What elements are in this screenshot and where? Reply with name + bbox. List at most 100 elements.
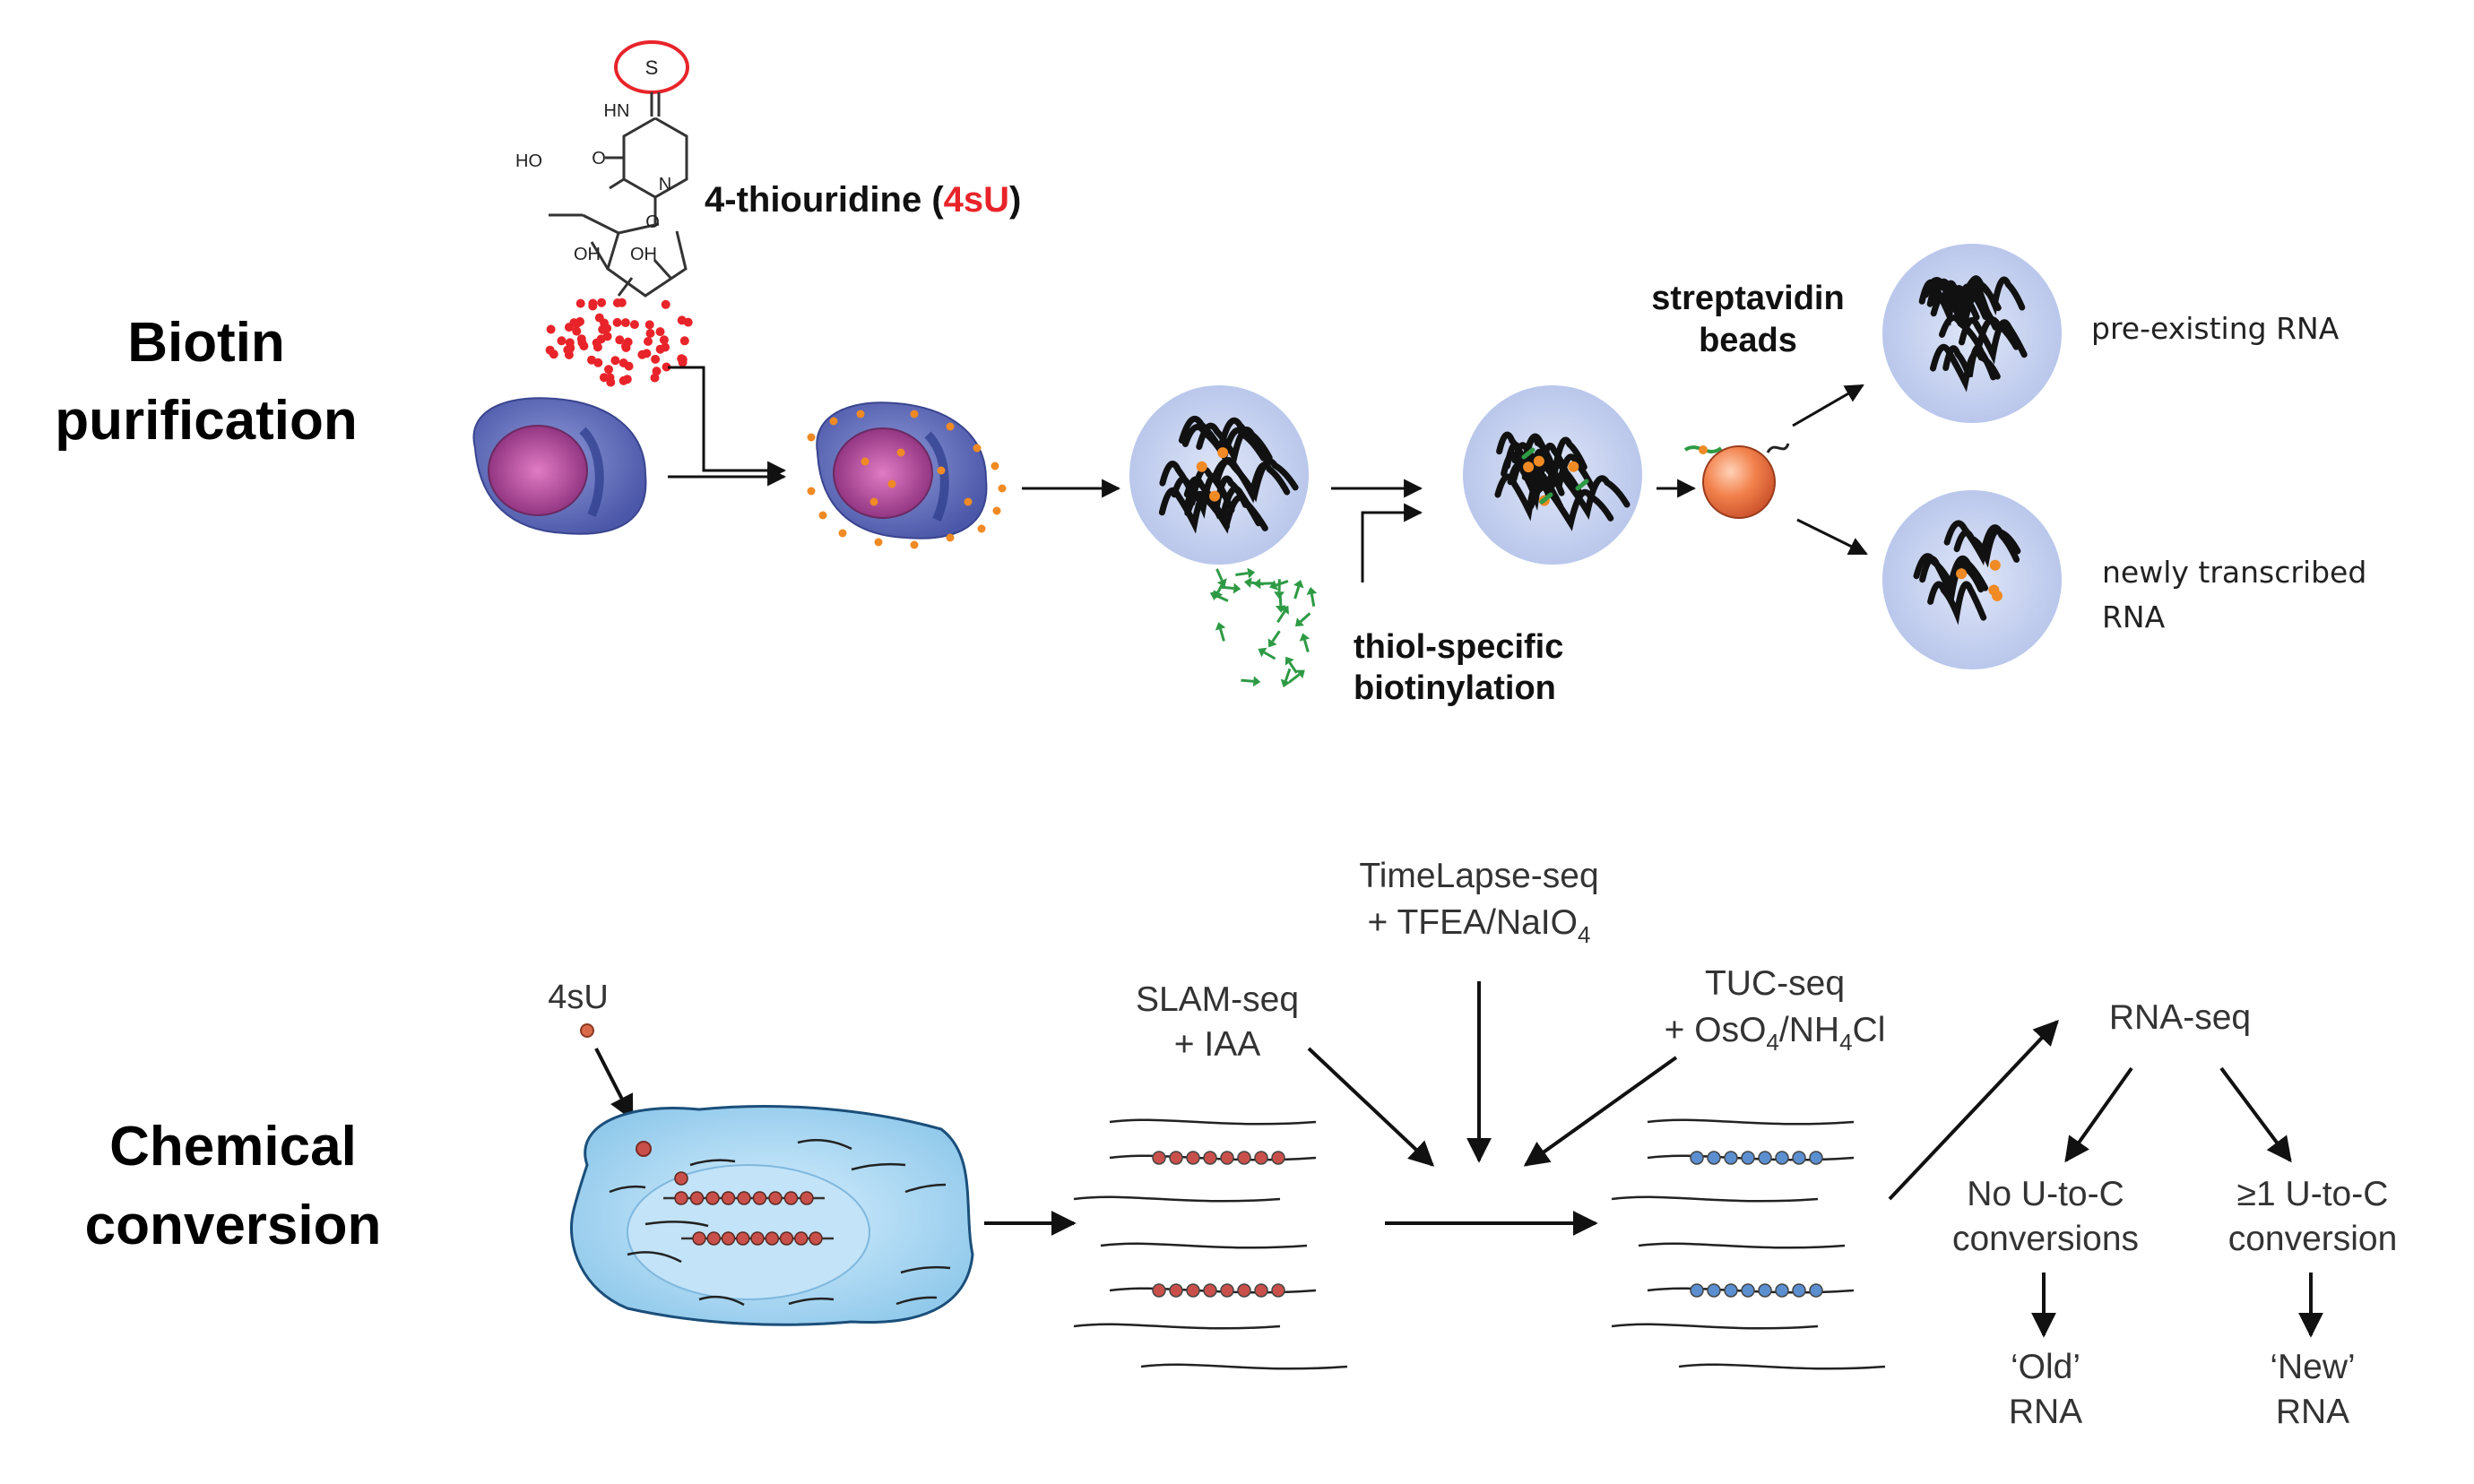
red-4su-dot [594, 313, 604, 323]
biotin-molecule [1306, 587, 1318, 607]
thiol-label-line1: thiol-specific [1354, 628, 1563, 666]
converted-nucleotide [1152, 1283, 1166, 1298]
rna-strand [1942, 344, 1997, 381]
converted-nucleotide [1203, 1151, 1217, 1165]
arrow-to-rnaseq [1888, 1019, 2059, 1201]
orange-4su-dot [964, 497, 973, 506]
red-4su-dot [661, 299, 670, 309]
orange-4su-dot [973, 444, 982, 453]
labeled-nucleotide [721, 1191, 736, 1205]
red-4su-dot [620, 318, 630, 328]
converted-nucleotide [1220, 1283, 1234, 1298]
rna-strand [1171, 473, 1235, 519]
cell-rna-strand [698, 1295, 745, 1307]
orange-4su-dot [818, 511, 827, 520]
labeled-nucleotide [689, 1191, 705, 1205]
rna-strand [1964, 275, 2026, 315]
labeled-nucleotide [794, 1231, 809, 1246]
rna-strand [1927, 581, 1987, 626]
cell-labeled [816, 401, 988, 539]
thiol-label-line2: biotinylation [1354, 669, 1556, 707]
nh-atom-label: HN [604, 101, 630, 121]
red-4su-dot [677, 315, 687, 325]
timelapse-label-line1: TimeLapse-seq [1359, 857, 1598, 895]
cell-rna-strand [627, 1251, 682, 1264]
converted-nucleotide [1254, 1151, 1268, 1165]
labeled-nucleotide [736, 1231, 750, 1246]
red-4su-dot [679, 336, 689, 346]
converted-nucleotide [1690, 1283, 1704, 1298]
ring-o-label: O [645, 212, 660, 232]
red-4su-dot [612, 298, 622, 307]
arrow-tuc-seq [1523, 1056, 1678, 1167]
orange-4su-dot [998, 484, 1007, 493]
red-4su-dot [572, 326, 582, 336]
orange-4su-dot [807, 487, 816, 496]
old-rna-label-line1: ‘Old’ [2011, 1348, 2080, 1386]
orange-4su-dot [946, 422, 955, 431]
labeled-nucleotide [674, 1191, 688, 1205]
red-4su-dot [623, 337, 633, 347]
4su-nucleotide [580, 1023, 594, 1038]
timelapse-label-line2: + TFEA/NaIO4 [1368, 903, 1591, 948]
biotin-molecule [1294, 612, 1311, 627]
red-4su-dot [651, 354, 661, 364]
converted-nucleotide [1203, 1283, 1217, 1298]
labeled-nucleotide [674, 1171, 688, 1186]
converted-nucleotide [1271, 1151, 1285, 1165]
newly-label-line2: RNA [2102, 600, 2166, 634]
converted-nucleotide [1775, 1151, 1789, 1165]
labeled-nucleotide [706, 1231, 722, 1246]
red-4su-dot [588, 298, 598, 308]
arrow-to-preexisting [1792, 384, 1864, 427]
red-4su-dot [604, 365, 613, 375]
biotin-tag [1575, 479, 1589, 491]
red-4su-dot [637, 349, 647, 359]
converted-nucleotide [1809, 1151, 1823, 1165]
biotin-molecule [1293, 580, 1304, 600]
red-4su-dot [655, 344, 665, 354]
rna-4su-mark [1989, 559, 2001, 571]
orange-4su-dot [861, 457, 869, 466]
biotin-molecule [1288, 669, 1305, 684]
red-4su-dot [597, 298, 607, 307]
sequencing-read [1109, 1118, 1317, 1126]
n-atom-label: N [659, 175, 671, 194]
converted-nucleotide [1152, 1151, 1166, 1165]
rna-4su-mark [1533, 455, 1544, 467]
red-4su-dot [678, 358, 688, 367]
biotin-reagent-arrows [1209, 567, 1318, 688]
labeled-nucleotide [752, 1191, 767, 1205]
converted-nucleotide [1792, 1151, 1806, 1165]
labeled-nucleotide [779, 1231, 794, 1246]
rna-strand [1959, 317, 2028, 365]
thiouridine-name: 4-thiouridine (4sU) [705, 180, 1021, 220]
orange-4su-dot [977, 524, 986, 533]
converted-nucleotide [1707, 1151, 1721, 1165]
converted-nucleotide [1724, 1151, 1738, 1165]
cell-rna-strand [797, 1138, 852, 1151]
biotin-molecule [1221, 582, 1241, 594]
newly-label-line1: newly transcribed [2102, 555, 2366, 590]
biotin-tag [1521, 447, 1535, 460]
rna-strand [1931, 278, 1994, 326]
cell-rna-strand [788, 1297, 835, 1306]
sequencing-read [1638, 1242, 1846, 1249]
red-4su-dot [610, 356, 620, 366]
red-4su-dot [606, 377, 616, 387]
converted-nucleotide [1237, 1283, 1251, 1298]
biotin-molecule [1213, 580, 1225, 600]
cell-rna-strand [851, 1162, 906, 1171]
converted-nucleotide [1775, 1283, 1789, 1298]
carbonyl-o-label: O [592, 149, 606, 168]
oh1-label: OH [574, 245, 601, 264]
red-4su-dot [593, 358, 603, 367]
red-4su-dot [650, 373, 660, 383]
sequencing-read [1073, 1323, 1281, 1330]
cell-rna-strand [609, 1185, 646, 1194]
converted-nucleotide [1186, 1283, 1200, 1298]
red-4su-dot [557, 336, 567, 346]
red-4su-dot [629, 320, 639, 330]
orange-4su-dot [807, 433, 816, 442]
red-4su-dot [546, 324, 556, 334]
